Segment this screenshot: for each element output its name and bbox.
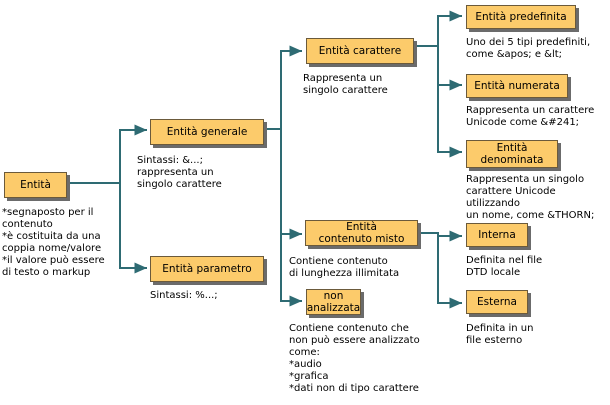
connector-carattere-predefinita	[415, 10, 462, 47]
connector-misto-interna	[419, 230, 462, 242]
desc-esterna: Definita in un file esterno	[466, 323, 534, 346]
node-entita-numerata: Entità numerata	[466, 74, 568, 98]
node-non-analizzata: non analizzata	[306, 289, 361, 315]
connector-carattere-numerata	[437, 46, 462, 91]
desc-entita-parametro: Sintassi: %...;	[150, 290, 218, 301]
desc-entita-carattere: Rappresenta un singolo carattere	[303, 73, 388, 96]
connector-generale-carattere	[266, 45, 302, 130]
connector-generale-misto	[280, 129, 302, 240]
connector-generale-nonanalizzata	[280, 234, 302, 307]
node-interna: Interna	[466, 223, 528, 247]
node-entita-contenuto-misto: Entità contenuto misto	[305, 220, 418, 246]
desc-entita-contenuto-misto: Contiene contenuto di lunghezza illimita…	[289, 256, 400, 279]
node-entita-generale: Entità generale	[150, 119, 264, 145]
connector-carattere-denominata	[437, 85, 462, 158]
node-entita-denominata: Entità denominata	[466, 140, 558, 168]
desc-entita-denominata: Rappresenta un singolo carattere Unicode…	[466, 174, 595, 221]
node-entita-carattere: Entità carattere	[306, 38, 414, 64]
node-entita: Entità	[4, 172, 67, 198]
node-esterna: Esterna	[466, 290, 528, 314]
desc-entita-numerata: Rappresenta un carattere Unicode come &#…	[466, 105, 595, 128]
node-entita-parametro: Entità parametro	[150, 256, 264, 282]
connector-misto-esterna	[437, 236, 462, 309]
desc-entita-generale: Sintassi: &...; rappresenta un singolo c…	[137, 155, 222, 190]
desc-entita: *segnaposto per il contenuto *è costitui…	[2, 207, 105, 278]
desc-entita-predefinita: Uno dei 5 tipi predefiniti, come &apos; …	[466, 37, 591, 60]
desc-interna: Definita nel file DTD locale	[466, 255, 543, 278]
node-entita-predefinita: Entità predefinita	[466, 5, 576, 29]
connector-entita-parametro	[119, 183, 147, 274]
desc-non-analizzata: Contiene contenuto che non può essere an…	[289, 323, 420, 394]
connector-entita-generale	[67, 124, 147, 184]
